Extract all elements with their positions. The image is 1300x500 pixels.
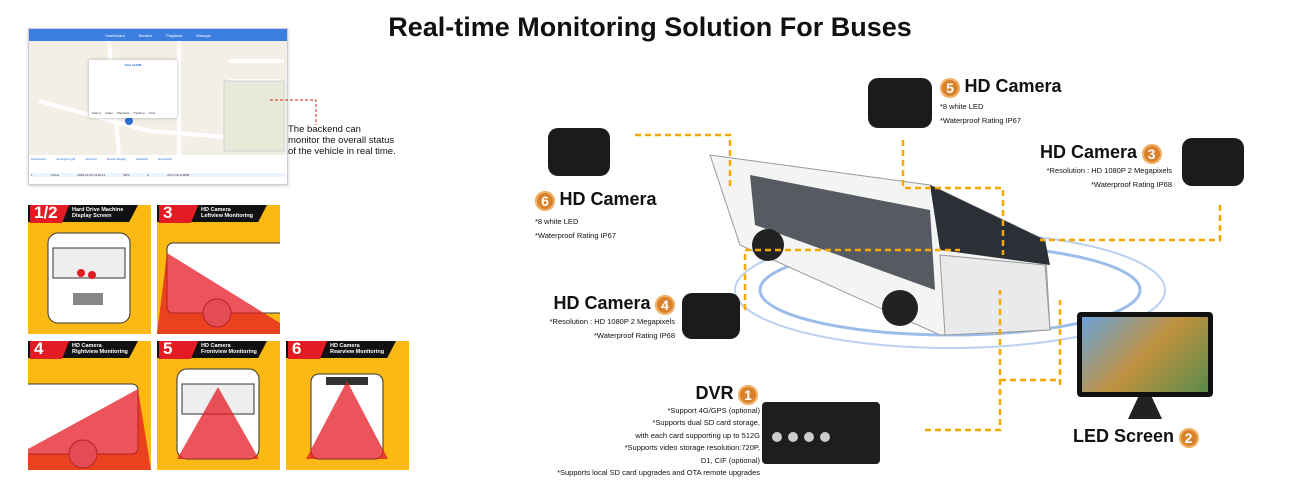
spec-note: D1, CIF (optional) (700, 455, 760, 465)
dvr-image (762, 402, 880, 464)
hd-camera-6-label: 6 HD Camera *8 white LED *Waterproof Rat… (535, 189, 657, 243)
nav-manage[interactable]: Manage (196, 32, 211, 38)
nav-monitor[interactable]: Monitor (138, 32, 153, 38)
popup-title: Park 1h46M (124, 63, 142, 67)
hd-camera-4-label: HD Camera 4 *Resolution : HD 1080P 2 Meg… (530, 293, 675, 343)
hd-camera-3-image (1182, 138, 1244, 186)
nav-dashboard[interactable]: Dashboard (105, 32, 125, 38)
spec-note: *Waterproof Rating IP67 (940, 115, 1022, 125)
spec-note: with each card supporting up to 512G (635, 430, 760, 440)
hd-camera-5-image (868, 78, 932, 128)
cell: ACC ON 1H35M (167, 173, 190, 177)
tab-alarm[interactable]: Alarm(0) (85, 157, 97, 161)
dashboard-nav: Dashboard Monitor Playback Manage (29, 29, 287, 41)
tab-device-msg[interactable]: Device Msg(0) (106, 157, 127, 161)
spec-note: *Waterproof Rating IP68 (1090, 179, 1172, 189)
tile-label: HD Camera (72, 343, 102, 349)
led-screen-label: LED Screen 2 (1073, 426, 1199, 448)
vehicle-marker-icon (125, 117, 133, 125)
popup-video[interactable]: Video (105, 111, 113, 115)
spec-note: *Supports video storage resolution:720P, (624, 443, 760, 453)
led-screen-image (1077, 312, 1213, 397)
tile-number: 5 (159, 341, 199, 359)
popup-history[interactable]: History (92, 111, 102, 115)
tile-label: Rightview Monitoring (72, 349, 128, 355)
number-badge: 5 (940, 77, 960, 98)
number-badge: 3 (1141, 143, 1162, 164)
bus-illustration (709, 154, 1051, 336)
tab-emergency[interactable]: Emergency(0) (56, 157, 76, 161)
vehicle-table: Checked(1) Emergency(0) Alarm(0) Device … (29, 155, 287, 184)
spec-note: *Resolution : HD 1080P 2 Megapixels (549, 316, 675, 326)
cell: 2025-12-02 14:02:14 (77, 173, 106, 177)
number-badge: 1 (738, 384, 758, 405)
tab-expired[interactable]: Expired(0) (158, 157, 172, 161)
component-title: HD Camera (553, 293, 651, 313)
number-badge: 4 (655, 294, 675, 315)
popup-cmd[interactable]: Cmd (148, 111, 155, 115)
tile-label: HD Camera (330, 343, 360, 349)
connector-lines (635, 133, 1222, 432)
tile-number: 6 (288, 341, 328, 359)
component-title: HD Camera (964, 76, 1062, 96)
tile-label: Rearview Monitoring (330, 349, 385, 355)
hd-camera-6-image (548, 128, 610, 176)
spec-note: *Waterproof Rating IP68 (593, 330, 675, 340)
tile-label: Leftview Monitoring (201, 213, 253, 219)
vehicle-popup: Park 1h46M History Video Playback Tracki… (89, 60, 177, 118)
hd-camera-5-label: 5 HD Camera *8 white LED *Waterproof Rat… (940, 76, 1062, 128)
spec-note: *8 white LED (940, 101, 984, 111)
hd-camera-4-image (682, 293, 740, 339)
caption-line: of the vehicle in real time. (288, 146, 396, 157)
spec-note: *8 white LED (535, 216, 579, 226)
dashboard-caption: The backend can monitor the overall stat… (288, 124, 396, 157)
tile-number: 3 (159, 205, 199, 223)
tile-number: 4 (30, 341, 70, 359)
screen-stand (1128, 397, 1162, 419)
component-title: DVR (695, 383, 734, 403)
caption-connector (270, 99, 317, 125)
table-row[interactable]: 1 Online 2025-12-02 14:02:14 GPS 0 ACC O… (31, 173, 285, 177)
cell: 1 (31, 173, 33, 177)
bus-diagram (635, 133, 1222, 432)
dvr-label: DVR 1 *Support 4G/GPS (optional) *Suppor… (530, 383, 760, 480)
tile-label: Frontview Monitoring (201, 349, 257, 355)
tile-number: 1/2 (30, 205, 70, 223)
tab-media[interactable]: Media(0) (136, 157, 149, 161)
popup-tracking[interactable]: Tracking (133, 111, 145, 115)
component-title: HD Camera (559, 189, 657, 209)
cell: GPS (123, 173, 130, 177)
component-title: HD Camera (1040, 142, 1138, 162)
spec-note: *Resolution : HD 1080P 2 Megapixels (1046, 165, 1172, 175)
spec-note: *Supports local SD card upgrades and OTA… (557, 468, 760, 478)
cell: Online (50, 173, 60, 177)
tile-label: Display Screen (72, 213, 112, 219)
tile-label: Hard Drive Machine (72, 207, 124, 213)
cell: 0 (147, 173, 150, 177)
tile-label: HD Camera (201, 207, 231, 213)
number-badge: 6 (535, 190, 555, 211)
tab-checked[interactable]: Checked(1) (31, 157, 47, 161)
hd-camera-3-label: HD Camera 3 *Resolution : HD 1080P 2 Meg… (1030, 142, 1172, 192)
monitoring-dashboard-screenshot: Dashboard Monitor Playback Manage Park 1… (28, 28, 288, 185)
component-title: LED Screen (1073, 426, 1175, 446)
page-title: Real-time Monitoring Solution For Buses (388, 12, 912, 42)
spec-note: *Waterproof Rating IP67 (535, 230, 617, 240)
caption-line: The backend can (288, 124, 361, 135)
spec-note: *Support 4G/GPS (optional) (667, 405, 760, 415)
caption-line: monitor the overall status (288, 135, 395, 146)
spec-note: *Supports dual SD card storage, (652, 418, 760, 428)
nav-playback[interactable]: Playback (166, 32, 183, 38)
popup-playback[interactable]: Playback (116, 111, 130, 115)
tile-label: HD Camera (201, 343, 231, 349)
number-badge: 2 (1178, 427, 1199, 448)
